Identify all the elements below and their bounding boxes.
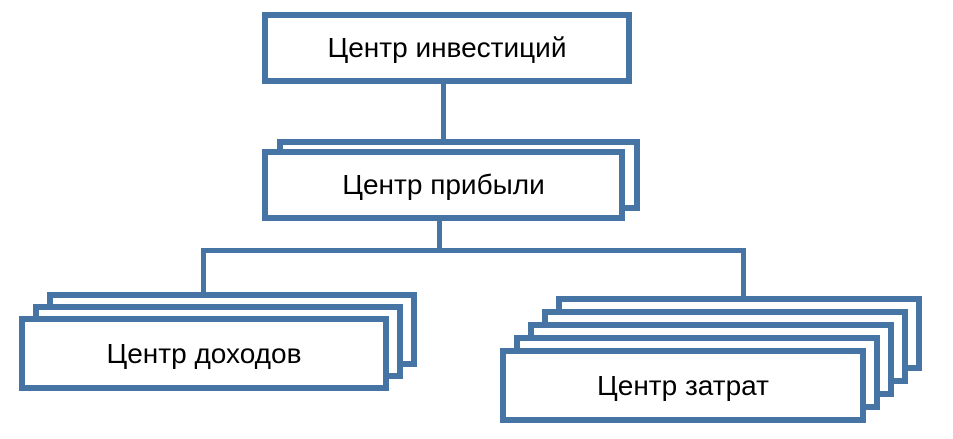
node-box-front [500,348,866,423]
node-profit-center: Центр прибыли [262,139,640,221]
connector-branch-to-cost [741,248,746,300]
node-label-cost: Центр затрат [597,369,769,401]
node-box-front [262,149,625,221]
connector-profit-stem [437,217,442,253]
node-cost-center: Центр затрат [500,296,922,423]
node-label-profit: Центр прибыли [342,169,545,200]
node-label-investment: Центр инвестиций [327,32,567,63]
node-box-front [19,316,389,391]
connector-branch-to-revenue [201,248,206,296]
node-box-front [262,12,632,84]
connector-investment-to-profit [441,82,446,145]
connector-branch-horizontal [201,248,746,253]
node-label-revenue: Центр доходов [106,337,302,369]
node-revenue-center: Центр доходов [19,292,417,391]
node-investment-center: Центр инвестиций [262,12,632,84]
